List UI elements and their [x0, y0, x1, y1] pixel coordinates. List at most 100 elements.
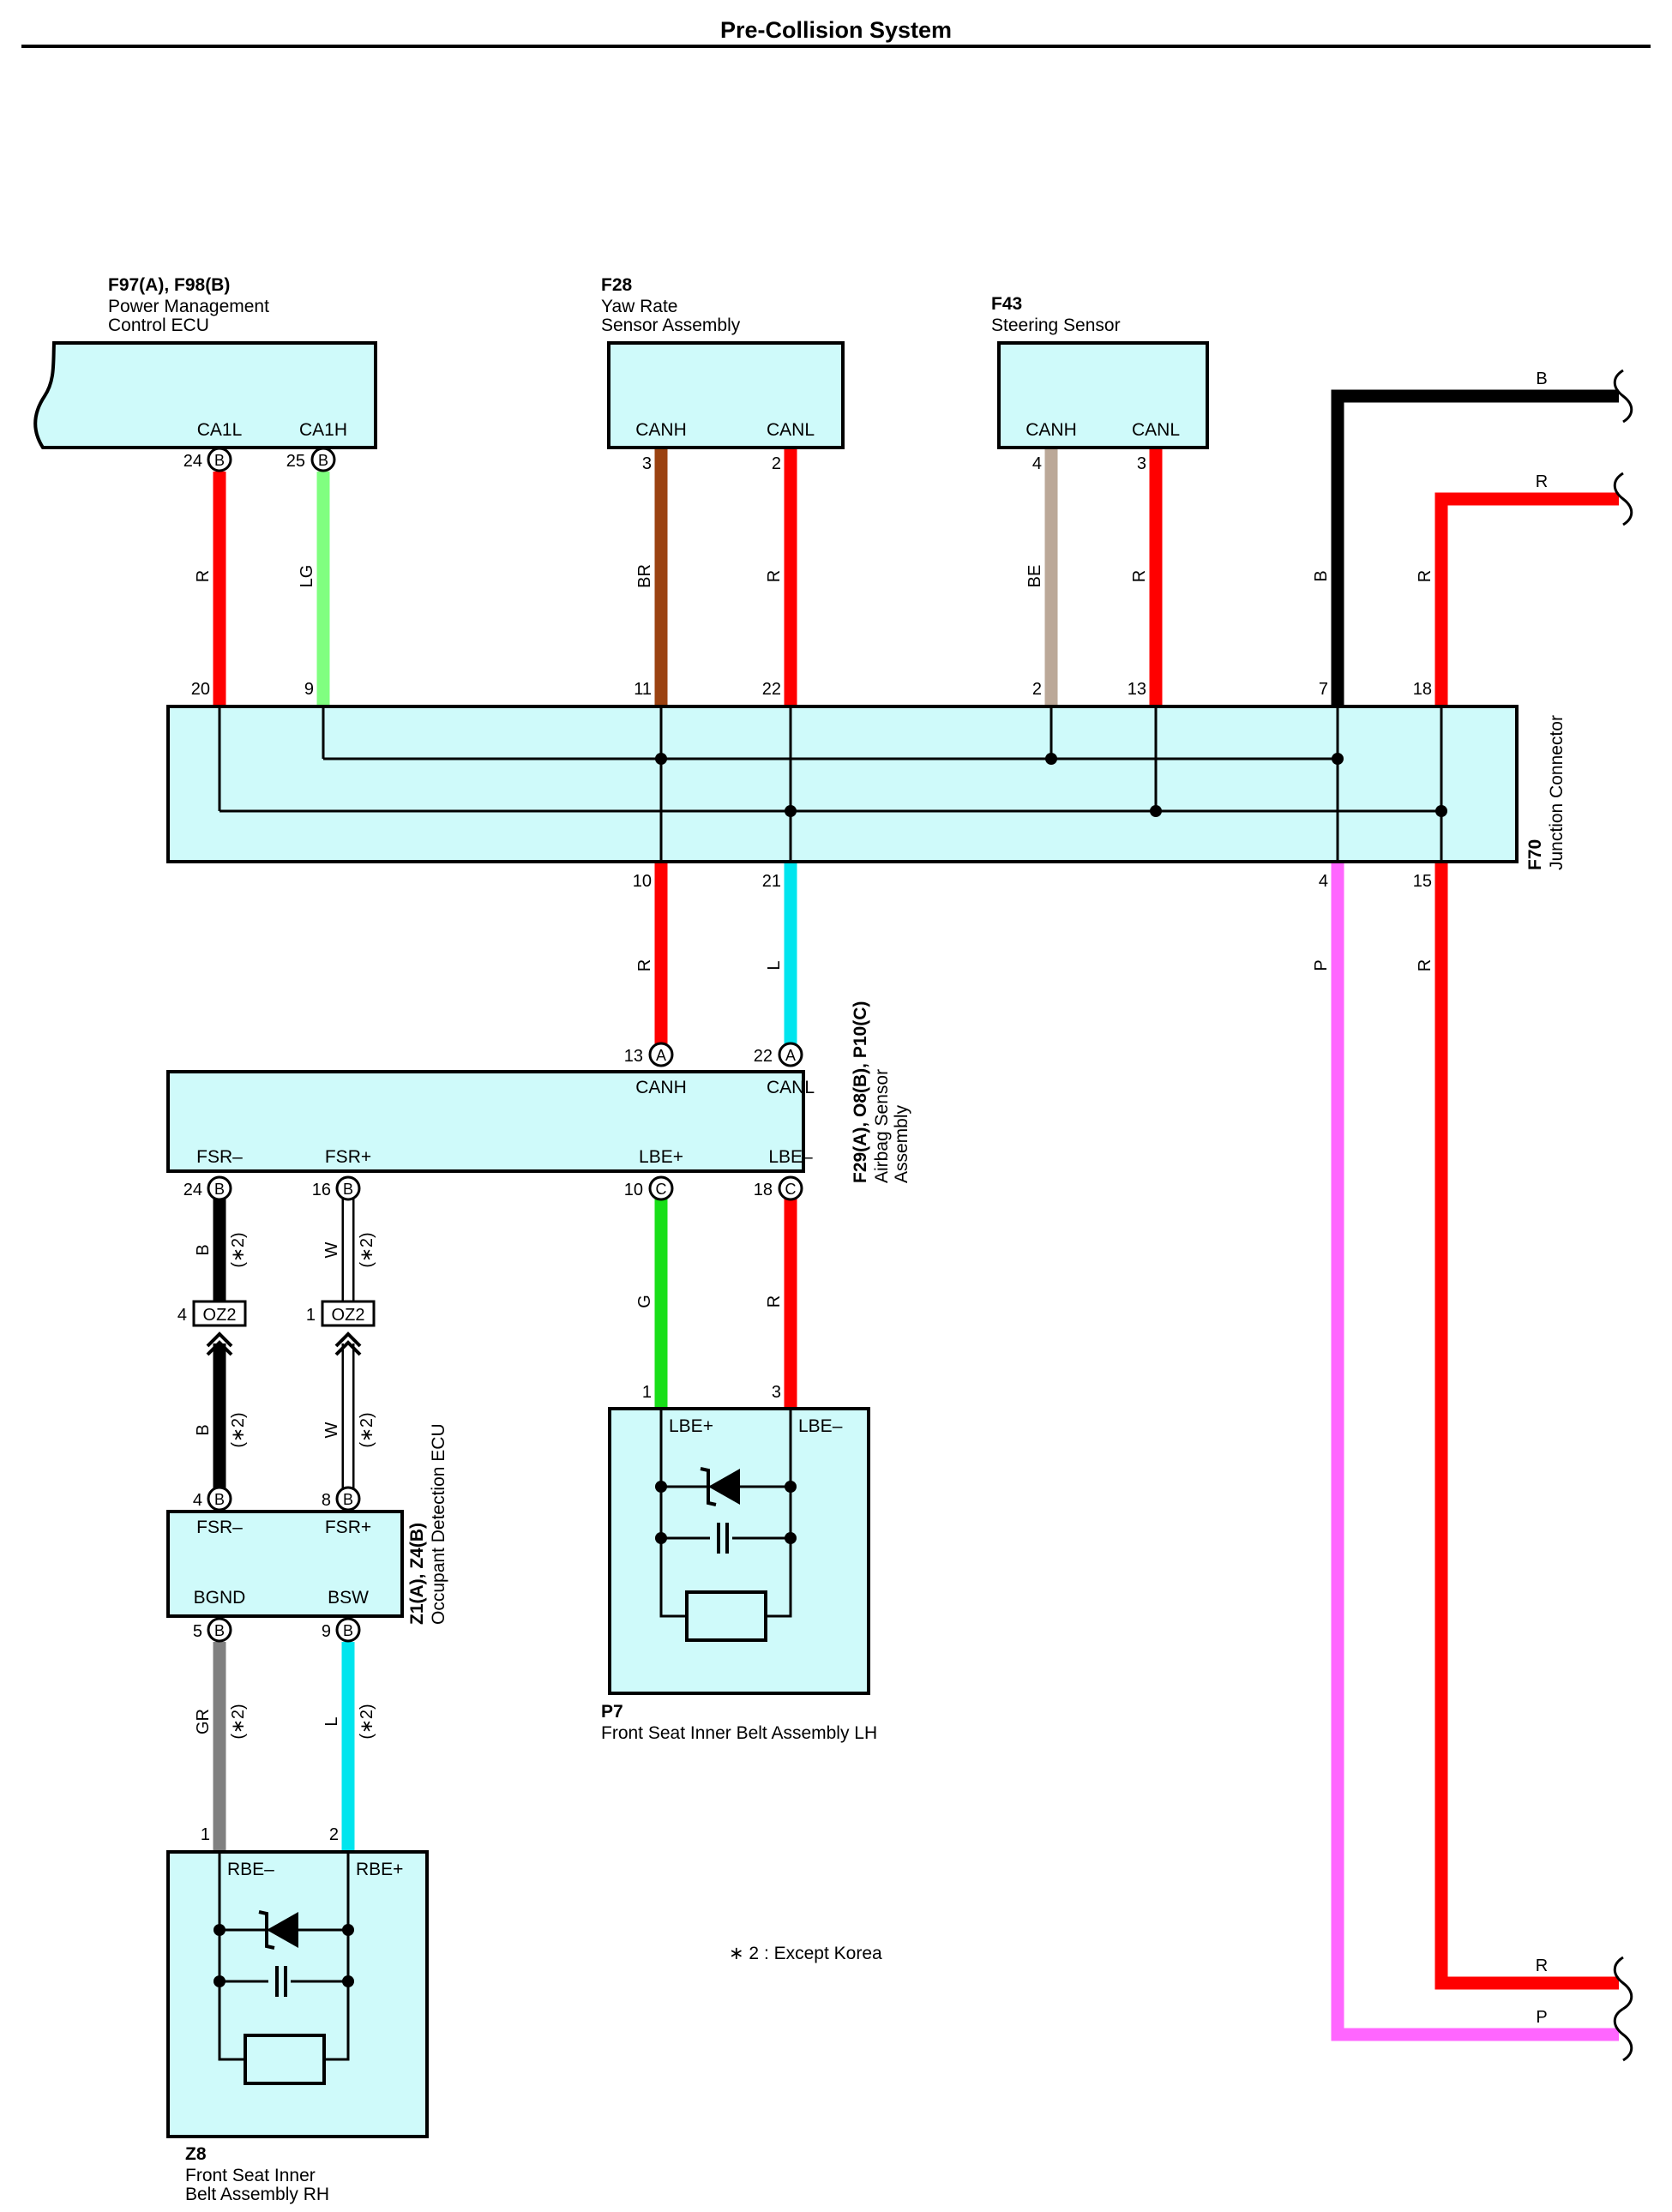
break-icon [1613, 369, 1633, 424]
airbag-label: F29(A), O8(B), P10(C) Airbag Sensor Asse… [851, 1001, 911, 1183]
yaw-rate-box [607, 341, 845, 449]
svg-text:BSW: BSW [328, 1588, 369, 1608]
svg-text:13: 13 [624, 1047, 643, 1066]
wire-color-labels: R LG BR R BE R B R R L P R G R B W B W G… [194, 370, 1548, 2027]
svg-text:W: W [322, 1422, 341, 1438]
svg-text:4: 4 [1032, 454, 1042, 473]
svg-text:3: 3 [1137, 454, 1146, 473]
badge-oc-bsw: B [335, 1617, 361, 1643]
svg-text:1: 1 [642, 1383, 652, 1402]
badge-ab-fsrp: B [335, 1175, 361, 1201]
badge-pm-ca1h: B [310, 447, 336, 472]
svg-text:CANH: CANH [1025, 420, 1077, 440]
svg-text:F43: F43 [991, 294, 1022, 314]
svg-text:L: L [322, 1716, 341, 1726]
resistor-icon [685, 1590, 767, 1642]
svg-text:LBE+: LBE+ [669, 1416, 713, 1436]
svg-text:CANL: CANL [767, 1078, 815, 1097]
wire-offpage-r-top [1434, 492, 1619, 705]
svg-text:10: 10 [633, 872, 652, 891]
badge-oc-fsrm: B [207, 1486, 232, 1512]
svg-text:R: R [1536, 472, 1548, 491]
svg-text:R: R [1416, 959, 1434, 971]
svg-text:4: 4 [1319, 872, 1328, 891]
svg-text:FSR–: FSR– [196, 1518, 243, 1537]
svg-text:Front Seat Inner Belt Assembly: Front Seat Inner Belt Assembly LH [601, 1723, 877, 1743]
svg-text:RBE–: RBE– [227, 1860, 274, 1879]
svg-text:Assembly: Assembly [892, 1104, 911, 1183]
p7-box [608, 1407, 870, 1695]
svg-text:RBE+: RBE+ [356, 1860, 403, 1879]
svg-text:Airbag Sensor: Airbag Sensor [872, 1069, 892, 1183]
svg-text:Z1(A), Z4(B): Z1(A), Z4(B) [407, 1523, 427, 1625]
pin-number: 4 [177, 1306, 187, 1325]
svg-text:4: 4 [193, 1491, 202, 1510]
svg-text:B: B [1536, 370, 1547, 388]
svg-text:B: B [194, 1424, 213, 1435]
z8-label: Z8 Front Seat Inner Belt Assembly RH [185, 2144, 329, 2204]
occupant-label: Z1(A), Z4(B) Occupant Detection ECU [407, 1423, 448, 1625]
svg-text:(∗2): (∗2) [358, 1704, 376, 1739]
svg-text:9: 9 [304, 680, 314, 699]
svg-text:BGND: BGND [194, 1588, 246, 1608]
svg-text:B: B [214, 452, 225, 469]
svg-text:3: 3 [772, 1383, 781, 1402]
svg-text:LBE–: LBE– [768, 1147, 813, 1167]
svg-text:Sensor Assembly: Sensor Assembly [601, 316, 741, 335]
svg-text:2: 2 [772, 454, 781, 473]
break-icon [1613, 2007, 1633, 2062]
badge-oc-bgnd: B [207, 1617, 232, 1643]
svg-text:R: R [765, 570, 784, 582]
svg-text:GR: GR [194, 1709, 213, 1734]
svg-text:B: B [214, 1622, 225, 1639]
svg-text:Z8: Z8 [185, 2144, 207, 2164]
svg-text:FSR+: FSR+ [325, 1147, 371, 1167]
svg-text:Power Management: Power Management [108, 297, 269, 316]
svg-text:FSR–: FSR– [196, 1147, 243, 1167]
svg-text:Occupant Detection ECU: Occupant Detection ECU [429, 1423, 448, 1625]
svg-text:(∗2): (∗2) [229, 1232, 248, 1267]
svg-text:CANL: CANL [1132, 420, 1180, 440]
svg-text:P: P [1536, 2008, 1547, 2027]
svg-text:LBE–: LBE– [798, 1416, 843, 1436]
svg-text:A: A [656, 1047, 666, 1064]
svg-text:2: 2 [329, 1825, 339, 1844]
svg-text:R: R [1416, 570, 1434, 582]
svg-text:Belt Assembly RH: Belt Assembly RH [185, 2185, 329, 2204]
svg-text:B: B [343, 1491, 353, 1508]
inline-connector-oz2-left: OZ2 4 [177, 1300, 247, 1356]
connector-badges: B B A A B B C C B B B B [207, 447, 803, 1643]
badge-ab-lbep: C [648, 1175, 674, 1201]
svg-text:R: R [765, 1295, 784, 1307]
svg-text:BE: BE [1025, 565, 1044, 588]
break-icon [1613, 472, 1633, 526]
svg-text:B: B [343, 1622, 353, 1639]
svg-text:L: L [765, 960, 784, 970]
badge-ab-lbem: C [778, 1175, 803, 1201]
svg-text:OZ2: OZ2 [203, 1306, 237, 1325]
svg-text:Steering Sensor: Steering Sensor [991, 316, 1121, 335]
svg-text:25: 25 [286, 452, 305, 471]
offpage-break-symbols [1613, 369, 1633, 2062]
svg-text:Front Seat Inner: Front Seat Inner [185, 2166, 316, 2185]
svg-text:CA1L: CA1L [197, 420, 243, 440]
svg-text:24: 24 [183, 452, 202, 471]
svg-text:10: 10 [624, 1181, 643, 1199]
badge-ab-canh: A [648, 1042, 674, 1067]
svg-text:8: 8 [322, 1491, 331, 1510]
svg-text:F29(A), O8(B), P10(C): F29(A), O8(B), P10(C) [851, 1001, 870, 1183]
p7-label: P7 Front Seat Inner Belt Assembly LH [601, 1702, 877, 1743]
svg-text:2: 2 [1032, 680, 1042, 699]
svg-text:LG: LG [298, 565, 316, 588]
svg-text:22: 22 [762, 680, 781, 699]
svg-text:C: C [785, 1181, 797, 1198]
footnote-marks: (∗2) (∗2) (∗2) (∗2) (∗2) (∗2) [229, 1232, 376, 1739]
capacitor-icon [268, 1964, 291, 1999]
svg-text:Yaw Rate: Yaw Rate [601, 297, 678, 316]
svg-text:22: 22 [754, 1047, 773, 1066]
svg-text:BR: BR [635, 564, 654, 588]
svg-text:OZ2: OZ2 [332, 1306, 365, 1325]
badge-ab-canl: A [778, 1042, 803, 1067]
yaw-rate-label: F28 Yaw Rate Sensor Assembly [601, 275, 741, 335]
